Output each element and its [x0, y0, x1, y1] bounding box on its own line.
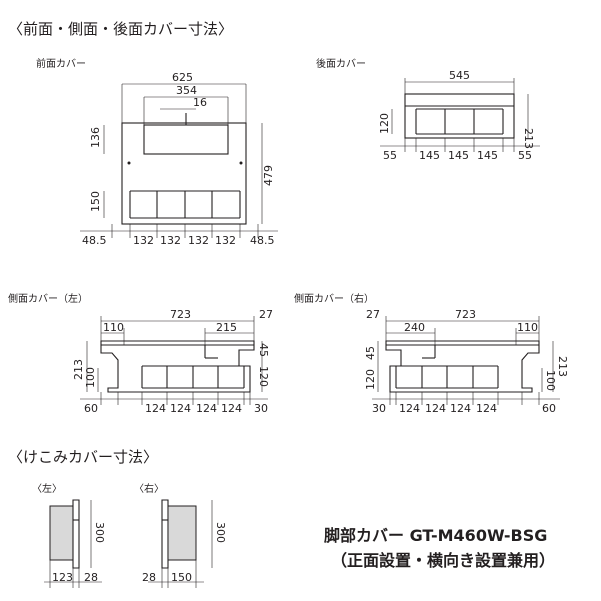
- kick-left-width1-dim: 123: [52, 571, 73, 584]
- kick-right-height-dim: 300: [214, 522, 227, 543]
- kick-left-width2-dim: 28: [84, 571, 98, 584]
- product-note: （正面設置・横向き設置兼用）: [331, 551, 555, 570]
- main-heading: 〈前面・側面・後面カバー寸法〉: [8, 20, 233, 38]
- side-right-width-dim: 723: [455, 308, 476, 321]
- side-right-margin-left-dim: 30: [372, 402, 386, 415]
- back-right-height-dim: 213: [522, 128, 535, 149]
- side-left-top-left-dim: 110: [103, 321, 124, 334]
- front-width-dim: 625: [172, 71, 193, 84]
- side-left-right-h2-dim: 120: [257, 366, 270, 387]
- side-right-left-h1-dim: 45: [364, 346, 377, 360]
- back-width-dim: 545: [449, 69, 470, 82]
- front-seg3-dim: 132: [188, 234, 209, 247]
- side-right-seg1-dim: 124: [399, 402, 420, 415]
- side-left-label: 側面カバー（左）: [8, 292, 88, 305]
- kick-right-drawing: [148, 499, 213, 588]
- side-left-seg3-dim: 124: [196, 402, 217, 415]
- back-cover-drawing: [380, 78, 540, 152]
- side-left-width-dim: 723: [170, 308, 191, 321]
- front-cover-drawing: [80, 83, 278, 238]
- side-right-seg2-dim: 124: [425, 402, 446, 415]
- product-name: 脚部カバー GT-M460W-BSG: [324, 526, 547, 545]
- kick-right-label: 〈右〉: [134, 482, 164, 495]
- side-left-right-top-dim: 27: [259, 308, 273, 321]
- kick-left-label: 〈左〉: [32, 482, 62, 495]
- side-left-seg2-dim: 124: [170, 402, 191, 415]
- front-seg1-dim: 132: [133, 234, 154, 247]
- side-right-label: 側面カバー（右）: [294, 292, 374, 305]
- side-left-total-height-dim: 213: [72, 359, 85, 380]
- front-top-height-dim: 136: [89, 127, 102, 148]
- side-left-inner-height-dim: 100: [84, 367, 97, 388]
- side-right-top-left-dim: 240: [404, 321, 425, 334]
- front-cover-label: 前面カバー: [36, 57, 86, 70]
- kick-left-height-dim: 300: [93, 522, 106, 543]
- front-margin-left-dim: 48.5: [82, 234, 107, 247]
- side-right-seg4-dim: 124: [476, 402, 497, 415]
- back-margin-left-dim: 55: [383, 149, 397, 162]
- back-seg2-dim: 145: [448, 149, 469, 162]
- side-right-left-top-dim: 27: [366, 308, 380, 321]
- back-cover-label: 後面カバー: [316, 57, 366, 70]
- side-left-drawing: [80, 316, 268, 405]
- back-margin-right-dim: 55: [518, 149, 532, 162]
- side-right-top-right-dim: 110: [517, 321, 538, 334]
- back-seg3-dim: 145: [477, 149, 498, 162]
- side-right-inner-height-dim: 100: [544, 370, 557, 391]
- side-right-total-height-dim: 213: [556, 356, 569, 377]
- front-inner-dim: 354: [176, 84, 197, 97]
- side-left-margin-left-dim: 60: [84, 402, 98, 415]
- side-left-top-right-dim: 215: [216, 321, 237, 334]
- back-left-height-dim: 120: [378, 113, 391, 134]
- kick-right-width1-dim: 28: [142, 571, 156, 584]
- side-right-seg3-dim: 124: [450, 402, 471, 415]
- side-left-margin-right-dim: 30: [254, 402, 268, 415]
- kick-left-drawing: [44, 499, 102, 588]
- back-seg1-dim: 145: [419, 149, 440, 162]
- front-seg2-dim: 132: [160, 234, 181, 247]
- side-right-margin-right-dim: 60: [542, 402, 556, 415]
- side-right-drawing: [372, 316, 560, 405]
- front-margin-right-dim: 48.5: [250, 234, 275, 247]
- side-left-seg1-dim: 124: [145, 402, 166, 415]
- kick-heading: 〈けこみカバー寸法〉: [8, 448, 158, 466]
- kick-right-width2-dim: 150: [171, 571, 192, 584]
- front-seg4-dim: 132: [215, 234, 236, 247]
- side-left-right-h1-dim: 45: [257, 343, 270, 357]
- front-gap-dim: 16: [193, 96, 207, 109]
- side-right-left-h2-dim: 120: [364, 369, 377, 390]
- side-left-seg4-dim: 124: [221, 402, 242, 415]
- front-height-dim: 479: [262, 165, 275, 186]
- front-bottom-height-dim: 150: [89, 191, 102, 212]
